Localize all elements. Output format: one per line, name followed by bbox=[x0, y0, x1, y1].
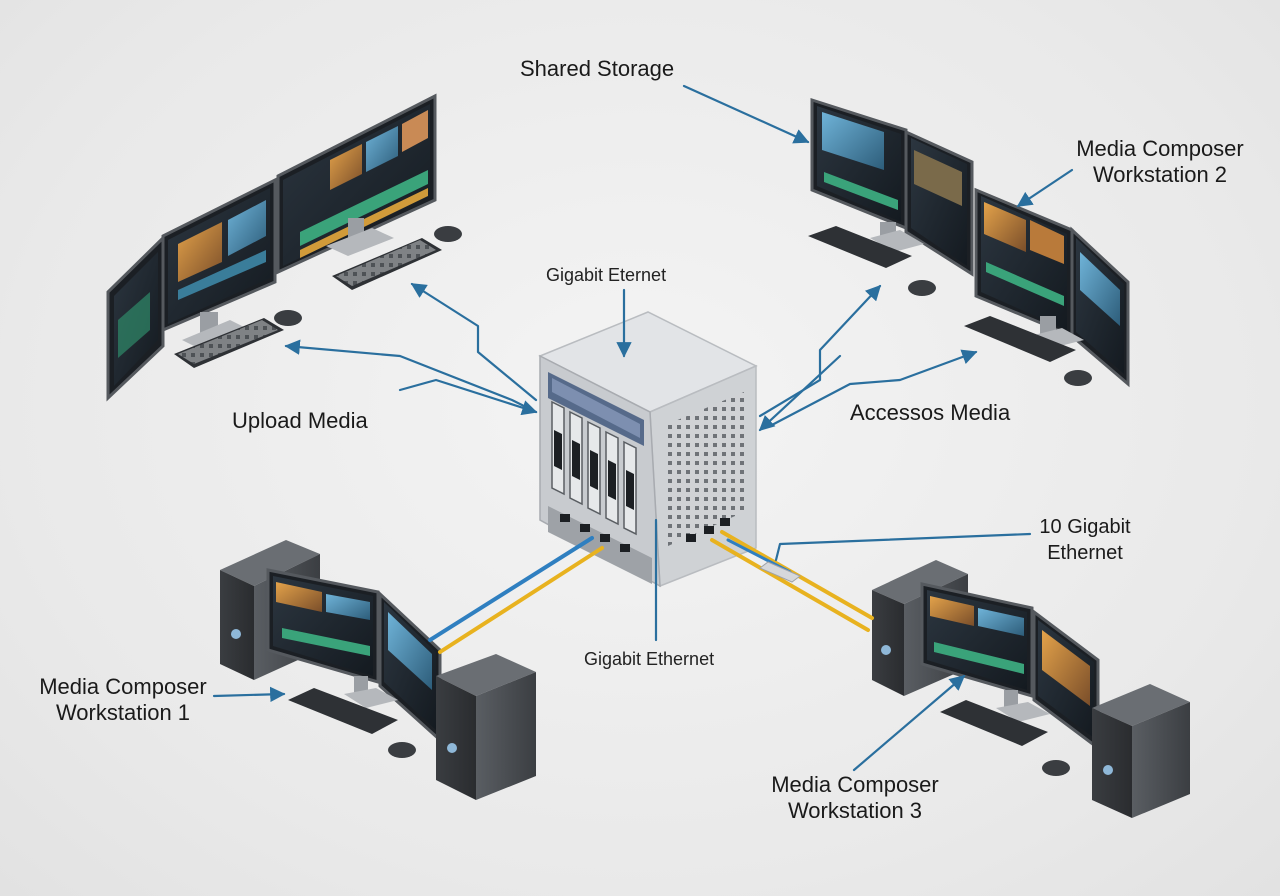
gigabit-eternet-label: Gigabit Eternet bbox=[546, 265, 667, 285]
workstation-1 bbox=[220, 540, 536, 800]
upload-workstation bbox=[106, 93, 462, 402]
shared-storage-server bbox=[538, 311, 758, 588]
workstation-3 bbox=[872, 560, 1190, 818]
workstation-3-line-1: Media Composer bbox=[771, 772, 939, 797]
network-cables bbox=[428, 530, 874, 654]
gigabit-ethernet-label: Gigabit Ethernet bbox=[584, 649, 715, 669]
upload-media-label: Upload Media bbox=[232, 408, 368, 433]
workstation-2-line-2: Workstation 2 bbox=[1092, 162, 1228, 187]
ten-gigabit-line-2: Ethernet bbox=[1047, 542, 1123, 564]
shared-storage-label: Shared Storage bbox=[520, 56, 675, 81]
workstation-3-line-2: Workstation 3 bbox=[787, 798, 923, 823]
workstation-2-label: Media Composer Workstation 2 bbox=[1060, 136, 1260, 188]
workstation-2-line-1: Media Composer bbox=[1076, 136, 1244, 161]
workstation-1-line-2: Workstation 1 bbox=[55, 700, 191, 725]
workstation-2 bbox=[808, 97, 1130, 388]
ten-gigabit-line-1: 10 Gigabit bbox=[1039, 516, 1131, 538]
workstation-3-label: Media Composer Workstation 3 bbox=[752, 772, 958, 824]
workstation-1-label: Media Composer Workstation 1 bbox=[20, 674, 226, 726]
workstation-1-line-1: Media Composer bbox=[39, 674, 207, 699]
access-media-label: Accessos Media bbox=[850, 400, 1011, 425]
ten-gigabit-label: 10 Gigabit Ethernet bbox=[1030, 514, 1140, 566]
annotation-arrows bbox=[212, 84, 1074, 772]
